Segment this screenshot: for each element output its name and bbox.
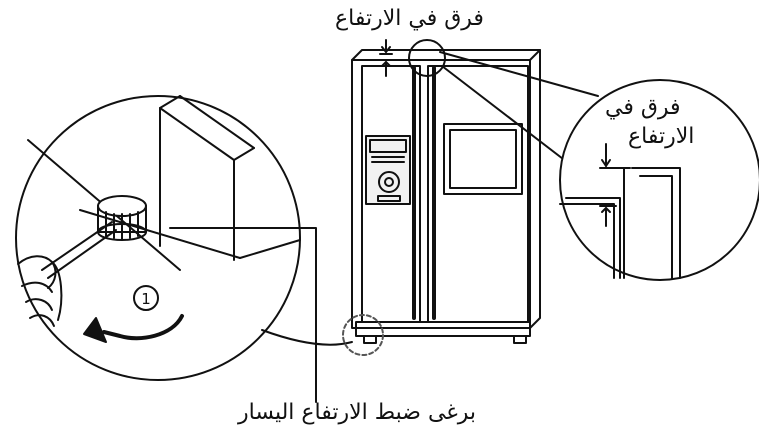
zoom-height-difference-label-line2: الارتفاع <box>628 124 695 149</box>
step-marker-circle <box>133 285 159 311</box>
zoom-height-difference-label-line1: فرق في <box>605 95 681 120</box>
fridge-door-window-icon <box>443 123 523 195</box>
left-magnifier-circle <box>15 95 301 381</box>
step-number: 1 <box>141 290 151 308</box>
screwdriver-icon <box>41 221 117 279</box>
height-gap-arrows-icon <box>379 39 393 77</box>
screw-label-leader <box>169 227 317 403</box>
left-adjust-screw-label: برغى ضبط الارتفاع اليسار <box>238 400 477 425</box>
foot-callout-dashed-circle <box>342 314 384 356</box>
dispenser-panel-icon <box>365 135 411 205</box>
top-height-difference-label: فرق في الارتفاع <box>335 6 484 31</box>
adjust-screw-icon <box>97 195 147 241</box>
rotation-arrow-icon <box>83 314 184 343</box>
right-magnifier-circle <box>559 79 759 281</box>
refrigerator-icon <box>351 49 541 344</box>
top-callout-circle <box>408 39 446 77</box>
hand-icon <box>17 255 63 327</box>
